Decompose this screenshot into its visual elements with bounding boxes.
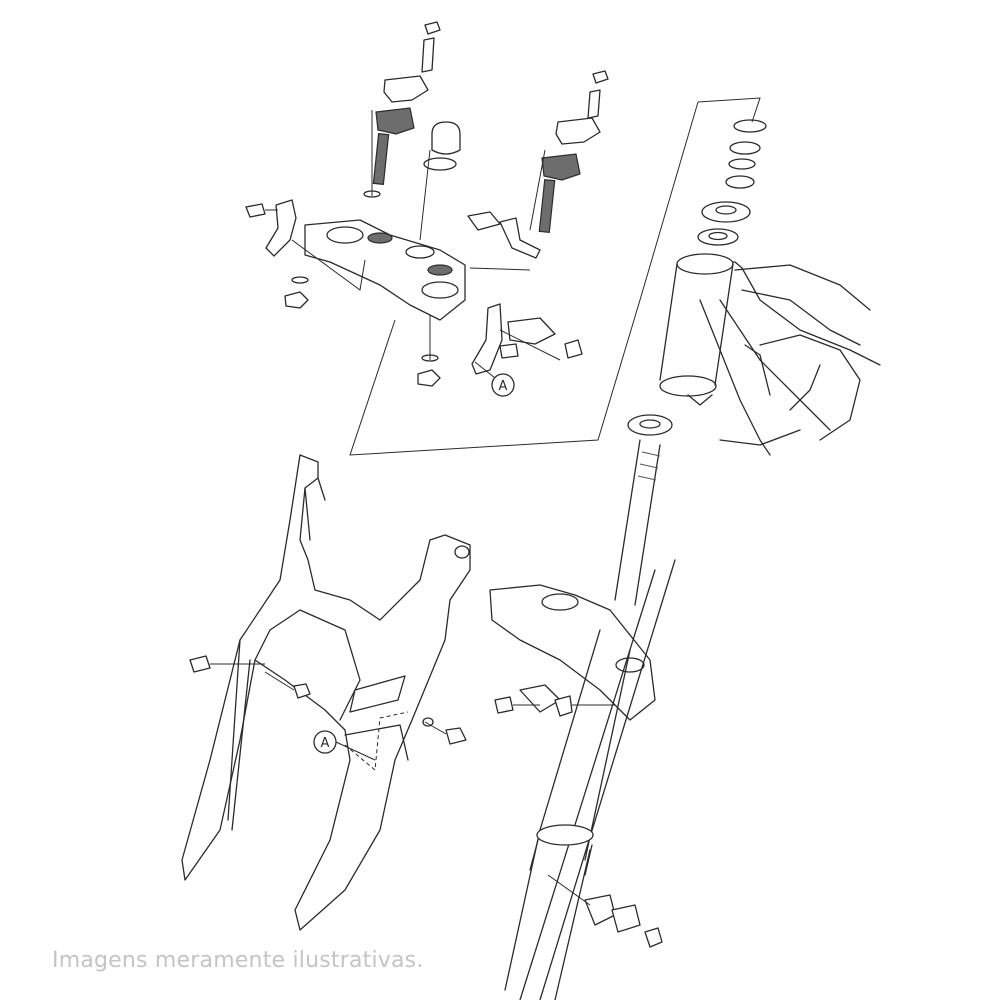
lower-bearing: [627, 414, 673, 436]
fairing-dash-lines: [344, 711, 409, 771]
steering-stem: [614, 439, 661, 606]
steering-stem-cap: [423, 121, 461, 171]
mount-bracket-left: [245, 199, 297, 257]
handlebar-holder-right: [538, 70, 609, 234]
lower-triple-clamp: [489, 584, 656, 721]
washers-and-nuts: [284, 190, 441, 387]
callout-a-lower-label: A: [321, 736, 330, 751]
mount-bracket-right: [471, 303, 583, 375]
callout-a-lower: A: [313, 730, 376, 761]
brake-hose-guide-top: [467, 211, 541, 259]
brake-hose-clamp-lower: [547, 874, 663, 948]
callout-a-upper: A: [474, 361, 515, 397]
upper-triple-clamp: [304, 219, 466, 321]
handlebar-holder-left: [372, 21, 441, 186]
head-tube: [659, 253, 734, 406]
lock-nut-top: [733, 119, 767, 133]
front-fairing: [181, 454, 471, 931]
fork-tubes: [504, 559, 676, 1000]
illustrative-caption: Imagens meramente ilustrativas.: [52, 948, 424, 973]
brake-hose-guide-right: [494, 684, 615, 717]
fairing-fasteners: [189, 655, 467, 745]
motorcycle-frame: [679, 261, 881, 456]
steering-bearing-stack: [627, 119, 767, 436]
upper-bearing: [697, 228, 739, 246]
assembly-leader-lines: [291, 97, 761, 456]
callout-a-upper-label: A: [499, 379, 508, 394]
